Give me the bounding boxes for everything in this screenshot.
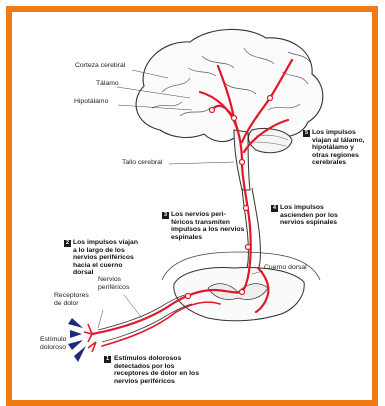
synapse-dot [186,294,191,299]
step-5-text: Los impulsos viajan al tálamo, hipotálam… [312,129,365,167]
peripheral-nerve-lower [102,304,192,342]
stimulus-burst [68,318,86,362]
diagram-frame: Corteza cerebral Tálamo Hipotálamo Tallo… [6,6,378,406]
synapse-dot [240,160,245,165]
step-2-text: Los impulsos viajan a lo largo de los ne… [73,239,138,277]
label-nervios-perifericos: Nervios periféricos [98,276,129,291]
synapse-dot [246,245,251,250]
peripheral-nerve-upper [98,294,188,330]
step-3-badge: 3 [162,212,169,219]
label-estimulo-doloroso: Estímulo doloroso [40,336,66,351]
label-tallo-cerebral: Tallo cerebral [122,159,162,167]
synapse-dot [268,96,273,101]
step-2-badge: 2 [64,240,71,247]
step-4-badge: 4 [271,205,278,212]
step-5-badge: 5 [303,130,310,137]
receptor-endings [84,324,96,352]
synapse-dot [210,108,215,113]
step-4-text: Los impulsos ascienden por los nervios e… [280,204,338,227]
synapse-dot [232,116,237,121]
synapse-dot [240,290,245,295]
label-cuerno-dorsal: Cuerno dorsal [264,264,307,272]
label-talamo: Tálamo [96,80,119,88]
step-1-text: Estímulos dolorosos detectados por los r… [114,355,199,385]
spinal-cord-right [252,188,260,280]
step-1-badge: 1 [104,356,111,363]
label-corteza-cerebral: Corteza cerebral [75,62,125,70]
step-3-text: Los nervios peri- féricos transmiten imp… [171,211,244,241]
brain-outline [136,29,323,141]
label-receptores-de-dolor: Receptores de dolor [54,292,89,307]
synapse-dot [244,206,249,211]
label-hipotalamo: Hipotálamo [74,98,108,106]
